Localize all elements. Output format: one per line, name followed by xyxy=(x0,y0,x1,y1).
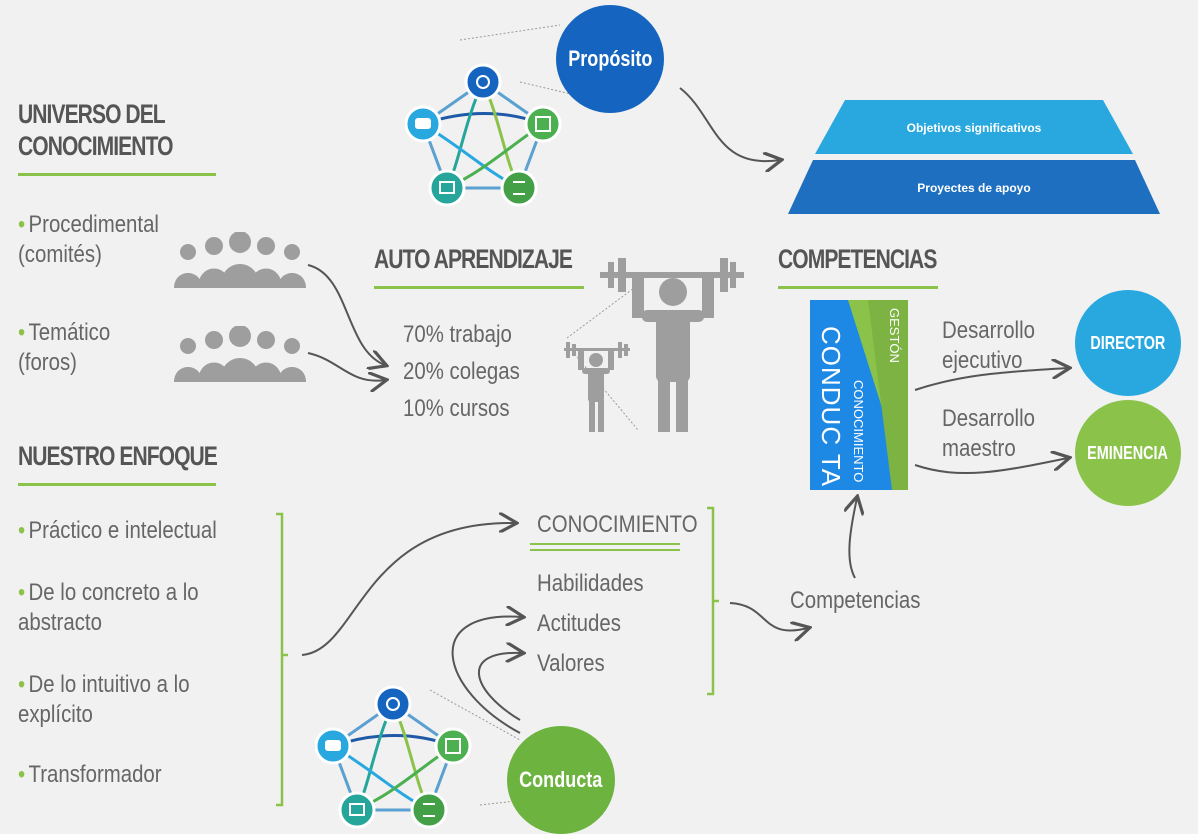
competencias-label: Competencias xyxy=(790,587,921,614)
box-conducta-label: CONDUC TA xyxy=(816,326,846,487)
pyramid-top-label: Objetivos significativos xyxy=(907,121,1042,135)
auto-item: 10% cursos xyxy=(403,395,510,422)
eminencia-circle: EMINENCIA xyxy=(1075,400,1181,506)
conocimiento-item: Valores xyxy=(537,650,605,677)
enfoque-item: •Práctico e intelectual xyxy=(18,517,217,544)
competencias-arrow xyxy=(729,602,808,630)
universo-item-line1: Temático xyxy=(28,319,111,346)
universo-item-line2: (foros) xyxy=(18,349,77,376)
proposito-arrow xyxy=(679,87,780,161)
desarrollo-ejecutivo-label: Desarrollo ejecutivo xyxy=(942,316,1035,376)
conocimiento-rule-2 xyxy=(530,549,680,551)
enfoque-bracket xyxy=(276,512,288,807)
enfoque-arrow xyxy=(301,523,515,656)
objectives-pyramid: Objetivos significativos Proyectes de ap… xyxy=(788,100,1160,214)
conocimiento-list: Habilidades Actitudes Valores xyxy=(537,564,644,684)
conducta-circle: Conducta xyxy=(507,726,615,834)
enfoque-item-line1: De lo intuitivo a lo xyxy=(28,671,190,698)
universo-item-tematico: •Temático (foros) xyxy=(18,319,111,376)
weightlifter-icon xyxy=(564,258,744,432)
auto-item: 70% trabajo xyxy=(403,321,512,348)
desarrollo-line2: maestro xyxy=(942,435,1016,462)
desarrollo-line2: ejecutivo xyxy=(942,347,1023,374)
conocimiento-item: Actitudes xyxy=(537,610,621,637)
network-pentagon-icon xyxy=(315,685,472,829)
enfoque-item-line2: abstracto xyxy=(18,609,102,636)
competencias-up-arrow xyxy=(849,498,857,579)
enfoque-item-line1: Práctico e intelectual xyxy=(28,517,217,544)
universo-heading-line2: CONOCIMIENTO xyxy=(18,131,173,161)
people-group-icon xyxy=(174,232,306,288)
universo-item-procedimental: •Procedimental (comités) xyxy=(18,211,159,268)
enfoque-item: •Transformador xyxy=(18,761,162,788)
box-gestion-label: GESTÓN xyxy=(887,308,902,363)
desarrollo-line1: Desarrollo xyxy=(942,405,1035,432)
enfoque-item-line1: De lo concreto a lo xyxy=(28,579,199,606)
network-pentagon-icon xyxy=(405,63,562,207)
auto-list: 70% trabajo 20% colegas 10% cursos xyxy=(403,316,520,427)
auto-bracket-line xyxy=(566,284,639,431)
enfoque-item-line2: explícito xyxy=(18,701,93,728)
eminencia-label: EMINENCIA xyxy=(1087,442,1169,463)
enfoque-item: •De lo concreto a lo abstracto xyxy=(18,579,199,636)
competencias-rule xyxy=(778,286,938,289)
people-group-icon xyxy=(174,326,306,382)
conocimiento-item: Habilidades xyxy=(537,570,644,597)
conocimiento-bracket xyxy=(707,506,719,696)
universo-item-line2: (comités) xyxy=(18,241,102,268)
director-circle: DIRECTOR xyxy=(1075,290,1181,396)
eminencia-arrow xyxy=(914,458,1068,475)
conducta-label: Conducta xyxy=(519,767,603,792)
proposito-label: Propósito xyxy=(567,46,653,71)
leader-line-top xyxy=(459,24,576,96)
auto-rule xyxy=(374,286,584,289)
conducta-arrow-1 xyxy=(451,617,522,734)
universo-rule xyxy=(18,173,216,176)
proposito-circle: Propósito xyxy=(556,5,664,113)
conocimiento-rule-1 xyxy=(530,543,680,545)
competencias-heading: COMPETENCIAS xyxy=(778,244,937,274)
universo-heading: UNIVERSO DEL CONOCIMIENTO xyxy=(18,98,173,162)
pyramid-bottom-label: Proyectes de apoyo xyxy=(917,181,1030,195)
auto-heading: AUTO APRENDIZAJE xyxy=(374,244,573,274)
competencias-box: CONDUC TA GESTÓN CONOCIMIENTO xyxy=(810,300,908,490)
universo-item-line1: Procedimental xyxy=(28,211,159,238)
enfoque-item: •De lo intuitivo a lo explícito xyxy=(18,671,190,728)
conocimiento-label: CONOCIMIENTO xyxy=(537,511,698,538)
universo-arrow-2 xyxy=(307,352,385,381)
conducta-arrow-2 xyxy=(478,653,522,721)
desarrollo-maestro-label: Desarrollo maestro xyxy=(942,404,1035,464)
box-conocimiento-label: CONOCIMIENTO xyxy=(851,380,866,482)
universo-heading-line1: UNIVERSO DEL xyxy=(18,99,166,129)
auto-item: 20% colegas xyxy=(403,358,520,385)
director-label: DIRECTOR xyxy=(1090,332,1166,353)
universo-arrow-1 xyxy=(307,264,385,365)
enfoque-heading: NUESTRO ENFOQUE xyxy=(18,441,218,471)
enfoque-item-line1: Transformador xyxy=(28,761,162,788)
enfoque-rule xyxy=(18,483,216,486)
desarrollo-line1: Desarrollo xyxy=(942,317,1035,344)
director-arrow xyxy=(914,368,1068,391)
